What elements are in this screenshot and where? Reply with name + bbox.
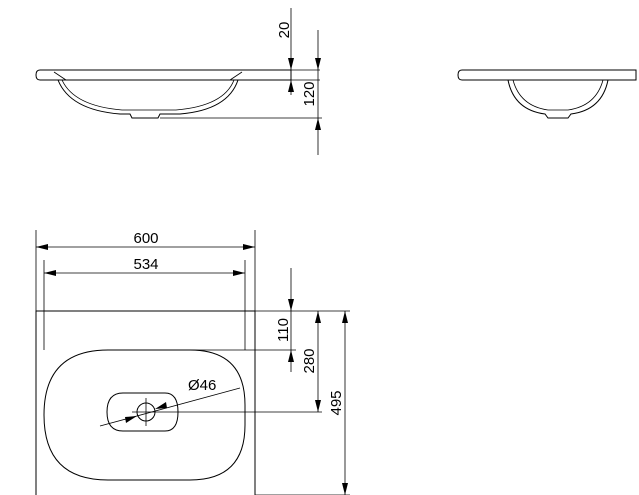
plan-bowl-outline [43, 349, 246, 481]
dimension-bowl-width: 534 [43, 256, 246, 350]
side-bowl-outline [507, 79, 609, 119]
dimension-overall-width: 600 [35, 230, 256, 311]
front-bowl-outline [57, 79, 239, 119]
dimension-front-to-bowl: 110 [190, 268, 296, 372]
dimension-front-to-tap-hole: 280 [160, 310, 350, 413]
side-rim-outline [457, 69, 637, 81]
dimension-label-280: 280 [301, 348, 318, 373]
front-elevation-view [35, 69, 292, 119]
dimension-label-110: 110 [275, 318, 292, 342]
dimension-label-495: 495 [328, 390, 345, 415]
dimension-rim-thickness: 20 [276, 8, 320, 95]
dimension-bowl-depth: 120 [160, 30, 322, 155]
dimension-label-534: 534 [133, 256, 158, 273]
dimension-overall-depth: 495 [255, 311, 350, 495]
front-bowl-inner-line [53, 71, 243, 81]
plan-view [35, 310, 256, 495]
front-bowl-inner-contour [61, 79, 235, 111]
dimension-tap-hole-diameter: Ø46 [99, 377, 241, 427]
side-bowl-inner-contour [512, 79, 604, 111]
front-rim-outline [35, 69, 292, 81]
side-elevation-view [457, 69, 637, 119]
dimension-label-120: 120 [301, 81, 318, 106]
dimension-label-600: 600 [133, 230, 158, 247]
dimension-label-20: 20 [276, 22, 293, 39]
plan-tap-hole-recess [106, 392, 179, 432]
dimension-label-diameter-46: Ø46 [188, 377, 216, 394]
